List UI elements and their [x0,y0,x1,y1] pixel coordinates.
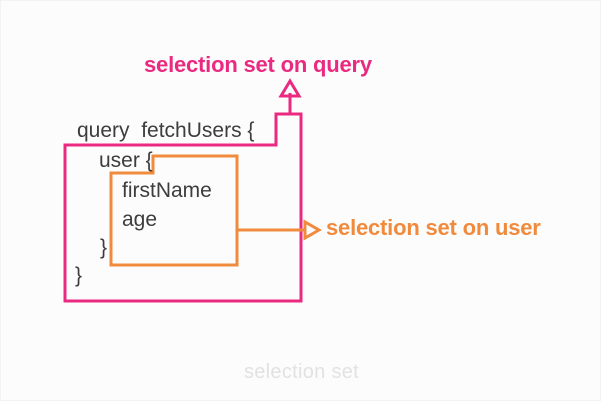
code-line-firstname-field: firstName [122,179,212,202]
user-callout-arrow [237,219,323,241]
code-line-user-field: user { [99,149,153,172]
code-line-query-close-brace: } [75,264,83,287]
code-line-age-field: age [122,208,158,231]
query-selection-set-label: selection set on query [144,52,372,77]
query-selection-set-box [63,112,303,303]
code-line-query-declaration: query fetchUsers { [77,119,255,142]
query-callout-arrow [278,78,302,114]
watermark-caption: selection set [243,361,360,383]
user-selection-set-label: selection set on user [326,215,541,240]
code-line-user-close-brace: } [100,236,108,259]
user-selection-set-box [109,154,239,267]
